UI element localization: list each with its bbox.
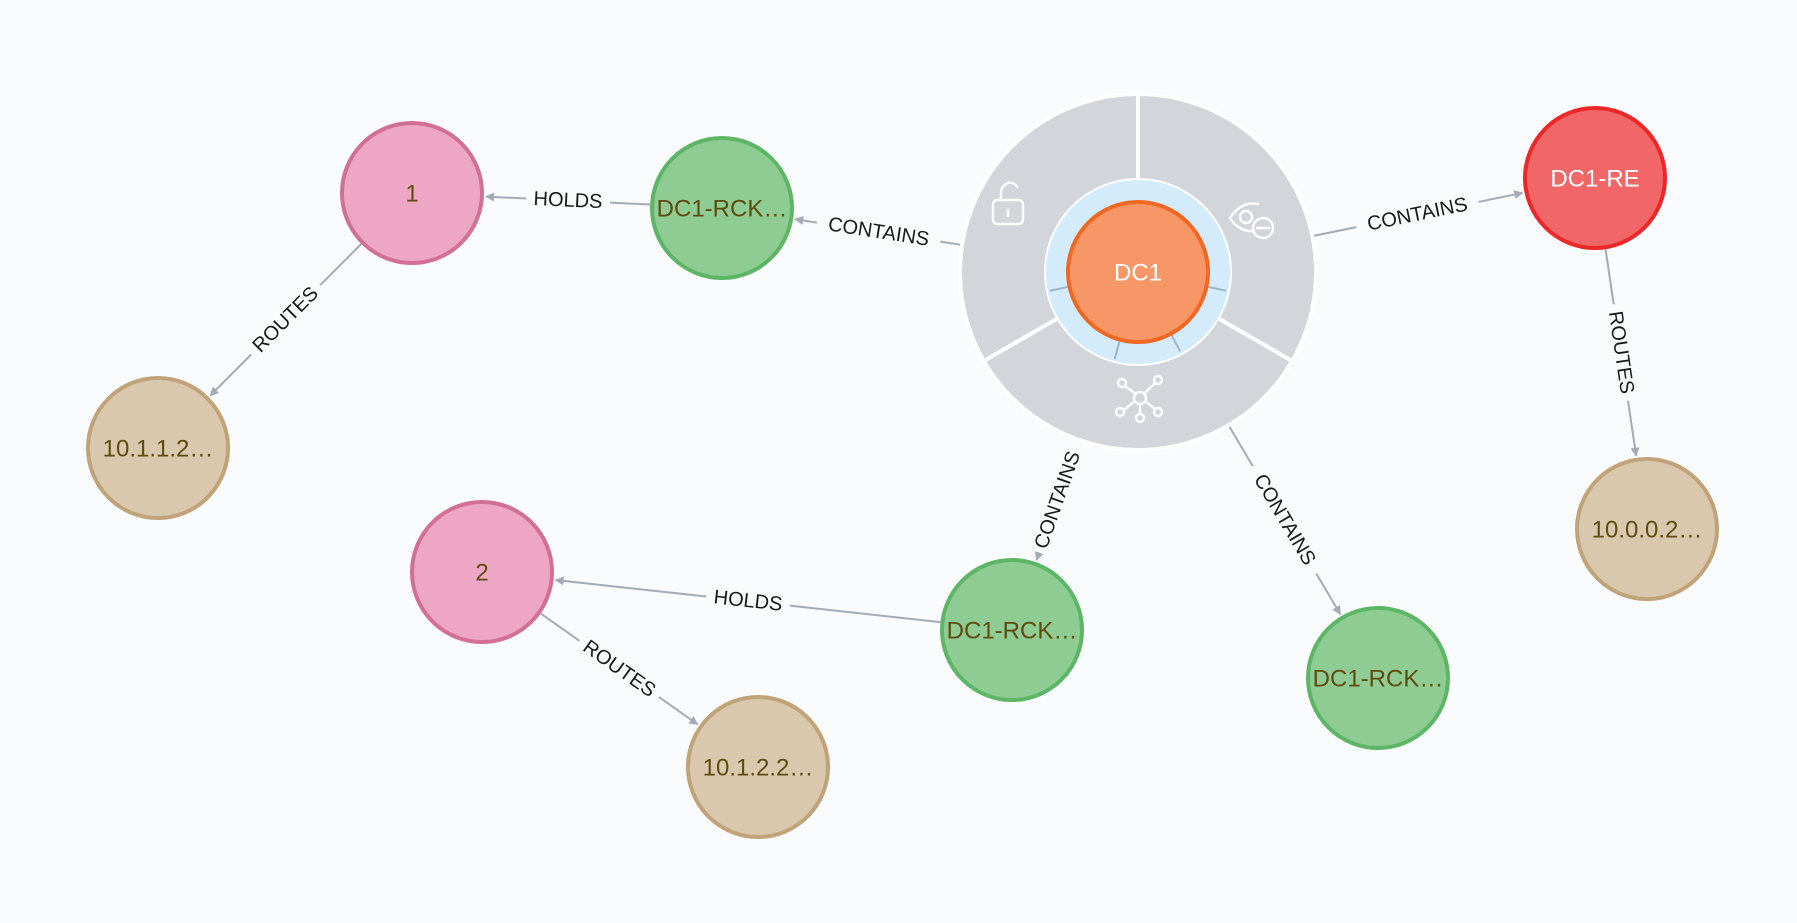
node-rack-a[interactable]: DC1-RCK… [650, 136, 794, 280]
node-rack-c[interactable]: DC1-RCK… [1306, 606, 1450, 750]
relationship-line[interactable] [319, 243, 362, 286]
relationship-label: CONTAINS [1249, 470, 1320, 569]
relationship-6[interactable]: ROUTES [209, 243, 362, 397]
relationship-line[interactable] [1478, 190, 1524, 203]
relationship-line[interactable] [1227, 424, 1254, 467]
relationship-label: HOLDS [713, 586, 784, 615]
node-label: 2 [475, 560, 488, 587]
relationship-5[interactable]: HOLDS [554, 576, 941, 624]
node-label: 10.0.0.2… [1592, 517, 1703, 544]
node-circle[interactable] [686, 695, 830, 839]
node-net-b[interactable]: 10.1.2.2… [686, 695, 830, 839]
relationship-label: CONTAINS [1030, 448, 1085, 551]
relationship-line[interactable] [609, 201, 651, 206]
relationship-label: CONTAINS [827, 213, 931, 250]
node-label: DC1-RCK… [947, 618, 1078, 645]
expand-network-icon[interactable] [1114, 374, 1164, 424]
relationship-line[interactable] [1312, 226, 1357, 238]
relationship-line[interactable] [1627, 400, 1640, 457]
halo-tick [1113, 339, 1121, 360]
relationship-label: ROUTES [1604, 310, 1638, 396]
node-net-a[interactable]: 10.1.1.2… [86, 376, 230, 520]
relationship-2[interactable]: CONTAINS [1030, 439, 1085, 562]
node-circle[interactable] [86, 376, 230, 520]
relationship-line[interactable] [209, 353, 252, 397]
node-iface-1[interactable]: 1 [340, 121, 484, 265]
relationship-3[interactable]: CONTAINS [1227, 424, 1342, 616]
relationship-7[interactable]: ROUTES [540, 612, 699, 726]
relationship-line[interactable] [789, 604, 941, 624]
node-label: DC1-RCK… [1313, 666, 1444, 693]
node-label: DC1-RCK… [657, 196, 788, 223]
context-menu-icons [991, 181, 1275, 424]
node-rack-b[interactable]: DC1-RCK… [940, 558, 1084, 702]
node-label: DC1-RE [1550, 166, 1639, 193]
relationship-line[interactable] [1604, 249, 1615, 305]
node-dc1[interactable]: DC1 [1066, 200, 1210, 344]
halo-tick [1206, 285, 1227, 292]
node-label: 10.1.1.2… [103, 436, 214, 463]
node-circle[interactable] [650, 136, 794, 280]
relationship-0[interactable]: CONTAINS [794, 213, 963, 251]
relationship-line[interactable] [940, 240, 963, 246]
relationship-line[interactable] [1315, 572, 1342, 616]
relationship-line[interactable] [485, 192, 527, 202]
node-iface-2[interactable]: 2 [410, 500, 554, 644]
relationship-4[interactable]: HOLDS [485, 188, 651, 213]
node-label: DC1 [1114, 260, 1162, 287]
relationship-label: ROUTES [249, 283, 323, 358]
unlock-icon[interactable] [991, 181, 1025, 226]
relationship-8[interactable]: ROUTES [1604, 249, 1640, 457]
halo-tick [1049, 285, 1070, 292]
relationship-label: HOLDS [533, 188, 603, 213]
node-net-c[interactable]: 10.0.0.2… [1575, 457, 1719, 601]
node-circle[interactable] [940, 558, 1084, 702]
relationship-line[interactable] [794, 216, 818, 225]
relationship-1[interactable]: CONTAINS [1312, 190, 1524, 238]
relationship-line[interactable] [540, 612, 580, 642]
node-circle[interactable] [1575, 457, 1719, 601]
halo-tick [1169, 333, 1182, 352]
node-circle[interactable] [410, 500, 554, 644]
nodes-layer: DC1DC1-RCK…DC1-RCK…DC1-RCK…DC1-RE1210.1.… [86, 106, 1719, 839]
relationship-line[interactable] [658, 696, 699, 726]
node-circle[interactable] [1523, 106, 1667, 250]
node-label: 10.1.2.2… [703, 755, 814, 782]
relationship-label: CONTAINS [1365, 193, 1469, 235]
node-circle[interactable] [1306, 606, 1450, 750]
relationship-line[interactable] [554, 576, 707, 598]
node-circle[interactable] [1066, 200, 1210, 344]
node-circle[interactable] [340, 121, 484, 265]
relationship-label: ROUTES [579, 636, 660, 702]
node-router[interactable]: DC1-RE [1523, 106, 1667, 250]
eye-hide-icon[interactable] [1228, 202, 1275, 240]
node-label: 1 [405, 181, 418, 208]
